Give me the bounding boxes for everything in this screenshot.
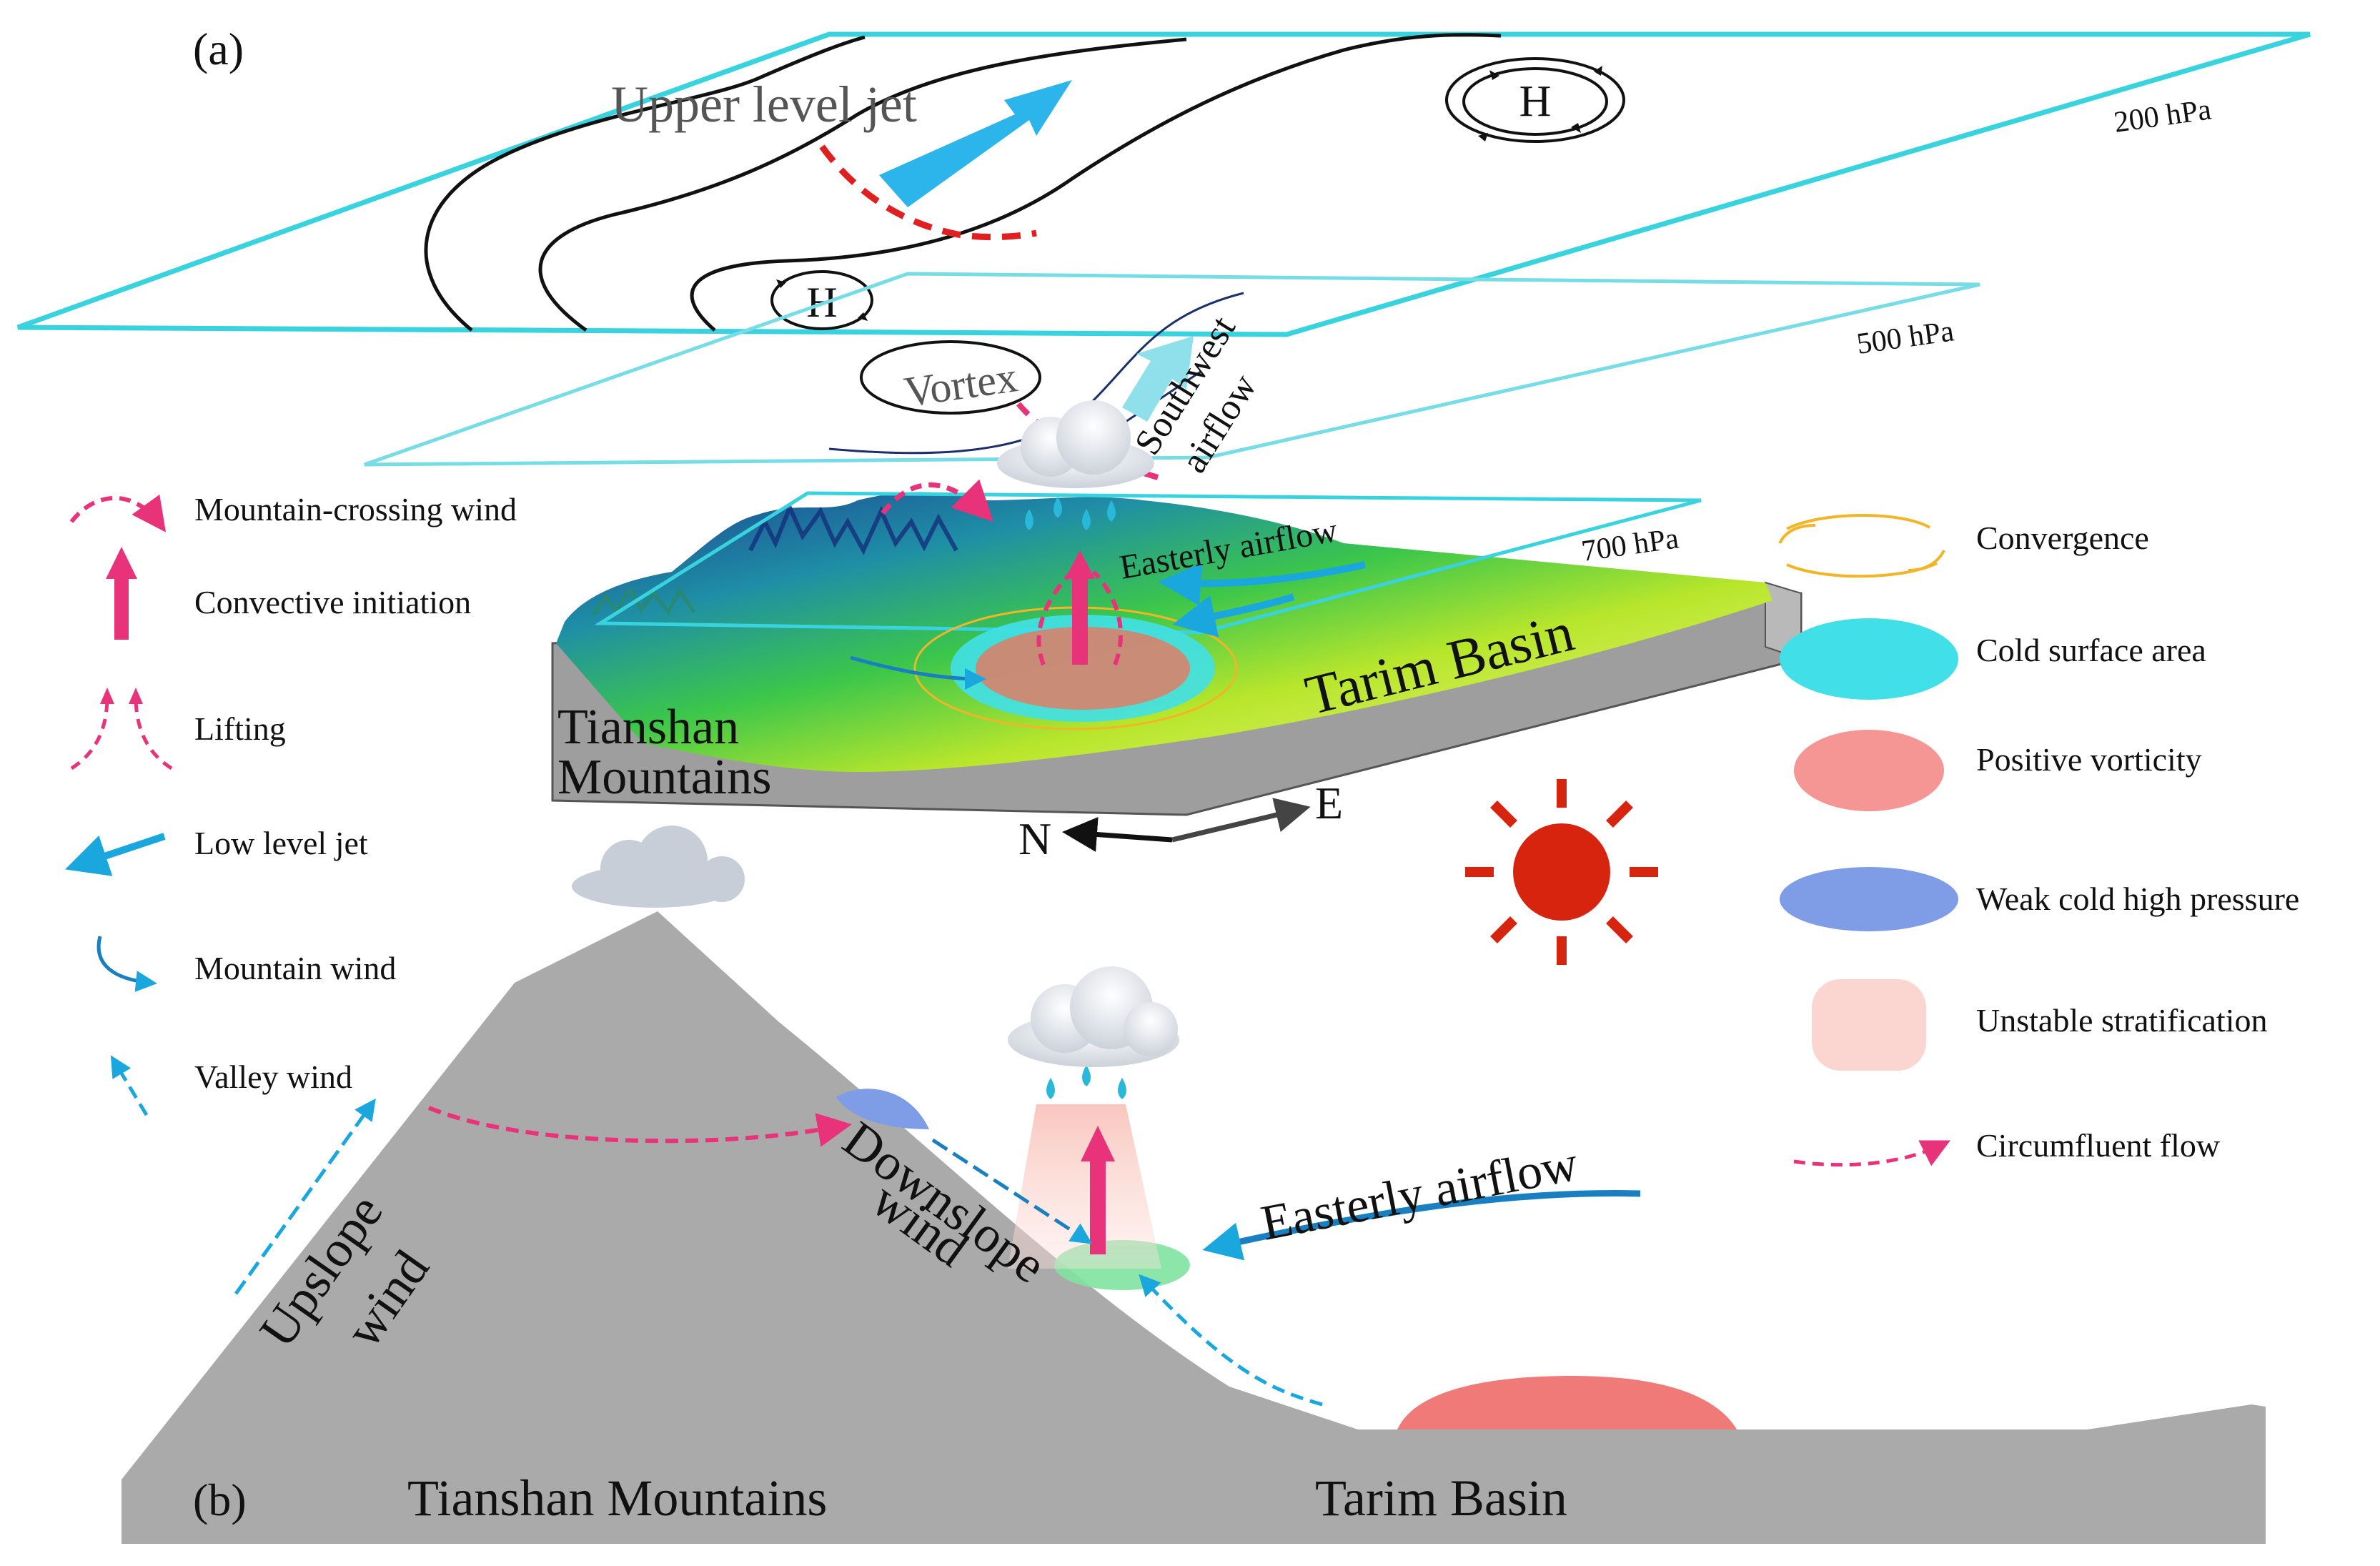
svg-text:E: E [1315,778,1343,828]
svg-text:Valley wind: Valley wind [194,1059,352,1095]
svg-text:Low level jet: Low level jet [194,825,368,861]
svg-text:Weak cold high pressure: Weak cold high pressure [1976,881,2299,917]
compass: N E [1018,778,1343,864]
svg-text:Unstable stratification: Unstable stratification [1976,1002,2268,1039]
legend-convergence: Convergence [1778,514,2149,578]
panel-a-label: (a) [193,24,244,74]
plane-200hpa: H H Upper level jet 200 hPa [16,31,2311,337]
unstable-stratification-b [1008,1104,1161,1269]
svg-text:N: N [1018,813,1051,864]
upper-high-symbol: H [1445,57,1625,143]
svg-text:Circumfluent flow: Circumfluent flow [1976,1127,2221,1164]
legend-lifting: Lifting [70,688,286,770]
legend-right: Convergence Cold surface area Positive v… [1778,514,2299,1167]
svg-text:Lifting: Lifting [194,710,286,747]
terrain-mountains-line1: Tianshan [557,700,739,755]
legend-convective-initiation: Convective initiation [106,547,471,640]
positive-vorticity-a [976,627,1190,710]
southwest-airflow-arrow [1122,336,1194,422]
svg-text:Cold surface area: Cold surface area [1976,632,2206,668]
terrain-mountains-line2: Mountains [557,750,771,805]
level-200-label: 200 hPa [2112,93,2213,139]
svg-text:Positive vorticity: Positive vorticity [1976,741,2202,778]
mountain-profile [122,911,2266,1544]
legend-weak-cold-high: Weak cold high pressure [1780,867,2299,931]
legend-cold-surface-area: Cold surface area [1780,618,2206,700]
panel-b-label: (b) [193,1475,247,1525]
terrain-block: 700 hPa Easterly airflow Tarim Basin Tia… [551,479,1803,816]
profile-mountains-label: Tianshan Mountains [407,1470,827,1527]
legend-left: Mountain-crossing wind Convective initia… [65,491,517,1116]
svg-text:Mountain-crossing wind: Mountain-crossing wind [194,491,517,527]
legend-circumfluent-flow: Circumfluent flow [1793,1127,2221,1167]
level-500-label: 500 hPa [1855,314,1956,361]
convective-cloud [1008,966,1179,1067]
legend-valley-wind: Valley wind [110,1055,352,1116]
legend-low-level-jet: Low level jet [65,825,368,876]
legend-mountain-wind: Mountain wind [96,936,396,992]
upper-cloud [997,400,1154,488]
profile-basin-label: Tarim Basin [1315,1470,1567,1527]
plane-500hpa: Vortex Southwest airflow 500 hPa [364,272,1980,480]
svg-text:H: H [1519,77,1552,126]
upper-level-jet-label: Upper level jet [611,76,917,133]
lower-high-symbol: H [770,270,873,330]
legend-positive-vorticity: Positive vorticity [1794,730,2202,811]
sun-icon [1465,779,1658,965]
svg-text:Convective initiation: Convective initiation [194,584,471,620]
svg-text:Mountain wind: Mountain wind [194,950,396,986]
weak-cold-high-b [836,1089,929,1129]
profile-easterly-label: Easterly airflow [1256,1136,1582,1251]
upper-level-jet-arrow [879,80,1072,207]
profile-panel: Easterly airflow Upslope wind Downslope … [122,826,2266,1544]
svg-text:Convergence: Convergence [1976,520,2149,556]
legend-unstable-stratification: Unstable stratification [1812,979,2268,1071]
legend-mountain-crossing-wind: Mountain-crossing wind [69,491,517,532]
vortex-outline [860,340,1041,415]
positive-vorticity-b [1397,1376,1737,1429]
summit-cloud [572,826,745,908]
